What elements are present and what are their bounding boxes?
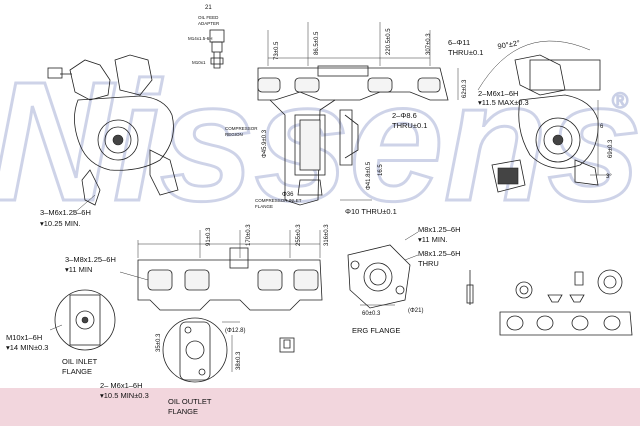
dimension-label: 73±0.5 bbox=[274, 41, 280, 60]
dimension-label: 2–M6x1–6H bbox=[478, 89, 518, 98]
oil-outlet-flange bbox=[162, 317, 295, 383]
oil-outlet-labels: (Φ12.8) 35±0.3 38±0.3 2– M6x1–6H ▾10.5 M… bbox=[100, 328, 245, 416]
turbo-side-view bbox=[47, 54, 179, 206]
dimension-label: 3–M8x1.25–6H bbox=[65, 255, 116, 264]
dimension-label: ▾11 MIN bbox=[65, 265, 92, 274]
dimension-label: 3° bbox=[606, 174, 612, 180]
dimension-label: FLANGE bbox=[255, 204, 273, 209]
egr-flange-labels: M8x1.25–6H ▾11 MIN. M8x1.25–6H THRU 60±0… bbox=[352, 225, 461, 335]
dimension-label: 170±0.3 bbox=[246, 224, 252, 246]
dimension-label: OIL OUTLET bbox=[168, 397, 212, 406]
dimension-label: ▾11.5 MAX±0.3 bbox=[478, 98, 529, 107]
manifold-bottom-dimensions: 3–M8x1.25–6H ▾11 MIN 91±0.3 170±0.3 255±… bbox=[65, 224, 330, 274]
dimension-label: 307±0.3 bbox=[426, 33, 432, 55]
dimension-label: M8x1.25–6H bbox=[418, 249, 461, 258]
oil-inlet-flange bbox=[49, 289, 116, 351]
dimension-label: 2–Φ8.6 bbox=[392, 111, 417, 120]
footer-band bbox=[0, 388, 640, 426]
exhaust-manifold-top bbox=[257, 22, 459, 206]
dimension-label: Φ41.8±0.5 bbox=[366, 161, 372, 190]
dimension-label: (Φ12.8) bbox=[225, 328, 245, 334]
dimension-label: ▾14 MIN±0.3 bbox=[6, 343, 48, 352]
turbo-front-dimensions: 90°±2° 2–M6x1–6H ▾11.5 MAX±0.3 6 69±0.3 … bbox=[478, 38, 614, 180]
dimension-label: ▾10.25 MIN. bbox=[40, 219, 80, 228]
dimension-label: Φ36 bbox=[282, 192, 294, 198]
dimension-label: 6–Φ11 bbox=[448, 38, 470, 47]
dimension-label: 91±0.3 bbox=[206, 227, 212, 246]
dimension-label: OIL INLET bbox=[62, 357, 98, 366]
oil-inlet-labels: M10x1–6H ▾14 MIN±0.3 OIL INLET FLANGE bbox=[6, 333, 98, 376]
dimension-label: (Φ21) bbox=[408, 308, 423, 314]
dimension-label: 38±0.3 bbox=[236, 351, 242, 370]
dimension-label: THRU bbox=[418, 259, 439, 268]
egr-flange bbox=[347, 231, 419, 309]
dimension-label: Φ45.9±0.3 bbox=[262, 129, 268, 158]
manifold-top-dimensions: 73±0.5 86.5±0.5 220.5±0.5 307±0.3 6–Φ11 … bbox=[225, 28, 483, 216]
dimension-label: M14x1.5-6H bbox=[188, 36, 213, 41]
oil-feed-adapter: 21 OIL FEED ADAPTER M14x1.5-6H M10x1 bbox=[188, 5, 225, 69]
dimension-label: FLANGE bbox=[168, 407, 198, 416]
dimension-label: ERG FLANGE bbox=[352, 326, 400, 335]
dimension-label: 16.5 bbox=[378, 164, 384, 176]
dimension-label: THRU±0.1 bbox=[392, 121, 427, 130]
dimension-label: 316±0.3 bbox=[324, 224, 330, 246]
dimension-label: 86.5±0.5 bbox=[314, 31, 320, 55]
turbo-front-view bbox=[477, 40, 610, 193]
dimension-label: ▾10.5 MIN±0.3 bbox=[100, 391, 149, 400]
dimension-label: REGION bbox=[225, 132, 243, 137]
dimension-label: COMPRESSOR bbox=[225, 126, 258, 131]
dimension-label: M8x1.25–6H bbox=[418, 225, 461, 234]
dimension-label: M10x1–6H bbox=[6, 333, 42, 342]
dimension-label: COMPRESSOR INLET bbox=[255, 198, 302, 203]
dimension-label: 69±0.3 bbox=[608, 139, 614, 158]
dimension-label: OIL FEED bbox=[198, 15, 219, 20]
dimension-label: ADAPTER bbox=[198, 21, 220, 26]
dimension-label: 220.5±0.5 bbox=[386, 28, 392, 55]
dimension-label: 35±0.3 bbox=[156, 333, 162, 352]
dimension-label: THRU±0.1 bbox=[448, 48, 483, 57]
turbo-side-dimensions: 3–M6x1.25–6H ▾10.25 MIN. bbox=[40, 194, 96, 228]
dimension-label: 6 bbox=[600, 124, 604, 130]
gasket-kit bbox=[466, 269, 633, 336]
dimension-label: FLANGE bbox=[62, 367, 92, 376]
dimension-label: 90°±2° bbox=[497, 38, 521, 51]
dimension-label: Φ10 THRU±0.1 bbox=[345, 207, 397, 216]
dimension-label: 2– M6x1–6H bbox=[100, 381, 143, 390]
dimension-label: 21 bbox=[205, 5, 212, 11]
dimension-label: 3–M6x1.25–6H bbox=[40, 208, 91, 217]
dimension-label: 255±0.3 bbox=[296, 224, 302, 246]
dimension-label: 62±0.3 bbox=[462, 79, 468, 98]
dimension-label: ▾11 MIN. bbox=[418, 235, 447, 244]
dimension-label: 60±0.3 bbox=[362, 311, 381, 317]
exhaust-manifold-bottom bbox=[119, 230, 323, 311]
registered-mark: ® bbox=[612, 88, 628, 113]
dimension-label: M10x1 bbox=[192, 60, 206, 65]
